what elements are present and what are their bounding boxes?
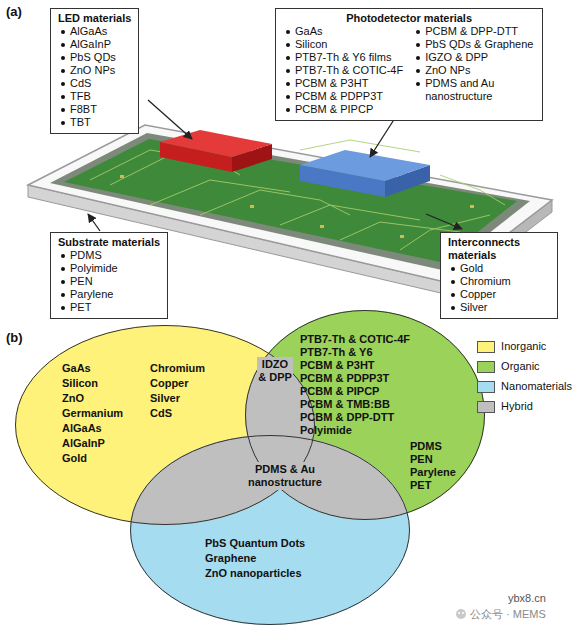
box-heading: Interconnects materials — [448, 236, 550, 262]
material-name: PEN — [410, 453, 433, 466]
legend-row: Inorganic — [477, 340, 546, 353]
list-item: Parylene — [58, 288, 118, 301]
list-item: Polyimide — [58, 262, 118, 275]
list-item: GaAs — [283, 25, 403, 38]
list-item: PTB7-Th & Y6 films — [283, 51, 403, 64]
list-item: ZnO NPs — [58, 64, 116, 77]
photodetector-chip — [300, 150, 430, 197]
watermark: 公众号 · MEMS — [470, 608, 546, 621]
panel-label: (a) — [6, 4, 22, 20]
material-name: Polyimide — [300, 424, 352, 437]
material-name: Copper — [150, 377, 189, 390]
material-name: GaAs — [62, 362, 91, 375]
material-name: CdS — [150, 407, 172, 420]
substrate-materials-box: Substrate materialsPDMSPolyimidePENParyl… — [50, 232, 168, 319]
material-name: PET — [410, 479, 431, 492]
material-name: Silicon — [62, 377, 98, 390]
panel-label: (b) — [6, 330, 23, 346]
led-materials-box: LED materialsAlGaAsAlGaInPPbS QDsZnO NPs… — [50, 8, 139, 134]
photodetector-materials-box: Photodetector materialsGaAsSiliconPTB7-T… — [275, 8, 543, 121]
list-item: PCBM & P3HT — [283, 77, 403, 90]
list-item: PCBM & DPP-DTT — [413, 25, 535, 38]
list-item: TBT — [58, 116, 116, 129]
material-name: PCBM & DPP-DTT — [300, 411, 394, 424]
list-item: PEN — [58, 275, 118, 288]
legend-swatch — [477, 401, 495, 413]
item-columns: GoldChromiumCopperSilver — [448, 262, 550, 314]
list-item: PCBM & PIPCP — [283, 103, 403, 116]
legend-text: Organic — [501, 360, 540, 373]
list-item: PET — [58, 301, 118, 314]
list-item: ZnO NPs — [413, 64, 535, 77]
overlap-label: IDZO & DPP — [257, 357, 293, 385]
box-heading: Photodetector materials — [283, 12, 535, 25]
list-item: PDMS — [58, 249, 118, 262]
box-heading: Substrate materials — [58, 236, 160, 249]
list-item: PbS QDs — [58, 51, 116, 64]
legend-text: Inorganic — [501, 340, 546, 353]
material-name: ZnO nanoparticles — [205, 567, 302, 580]
material-name: Chromium — [150, 362, 205, 375]
wechat-icon — [456, 609, 466, 619]
material-name: PTB7-Th & COTIC-4F — [300, 333, 410, 346]
material-name: AlGaAs — [62, 422, 102, 435]
material-name: AlGaInP — [62, 437, 105, 450]
item-column: PDMSPolyimidePENParylenePET — [58, 249, 118, 314]
box-heading: LED materials — [58, 12, 131, 25]
inorganic-circle: GaAsSiliconZnO GermaniumAlGaAsAlGaInP Gold… — [15, 325, 315, 525]
legend-swatch — [477, 381, 495, 393]
material-name: Parylene — [410, 466, 456, 479]
venn-overlap — [15, 325, 315, 525]
interconnects-materials-box: Interconnects materialsGoldChromiumCoppe… — [440, 232, 558, 319]
material-name: PbS Quantum Dots — [205, 537, 305, 550]
flexible-board — [28, 125, 552, 294]
item-column: AlGaAsAlGaInPPbS QDsZnO NPsCdSTFBF8BTTBT — [58, 25, 116, 129]
venn-overlap — [15, 325, 315, 525]
material-name: PCBM & TMB:BB — [300, 398, 390, 411]
list-item: Chromium — [448, 275, 511, 288]
item-column: PCBM & DPP-DTTPbS QDs & GrapheneIGZO & D… — [413, 25, 535, 116]
list-item: Silver — [448, 301, 511, 314]
list-item: AlGaInP — [58, 38, 116, 51]
legend-swatch — [477, 341, 495, 353]
item-columns: AlGaAsAlGaInPPbS QDsZnO NPsCdSTFBF8BTTBT — [58, 25, 131, 129]
list-item: PbS QDs & Graphene — [413, 38, 535, 51]
material-name: Germanium — [62, 407, 123, 420]
legend-row: Hybrid — [477, 400, 533, 413]
led-chip — [160, 130, 272, 172]
list-item: IGZO & DPP — [413, 51, 535, 64]
watermark: ybx8.cn — [508, 592, 546, 605]
list-item: Gold — [448, 262, 511, 275]
list-item: TFB — [58, 90, 116, 103]
legend-swatch — [477, 361, 495, 373]
item-column: GaAsSiliconPTB7-Th & Y6 filmsPTB7-Th & C… — [283, 25, 403, 116]
material-name: PTB7-Th & Y6 — [300, 346, 373, 359]
legend-text: Nanomaterials — [501, 380, 572, 393]
list-item: PTB7-Th & COTIC-4F — [283, 64, 403, 77]
legend-text: Hybrid — [501, 400, 533, 413]
list-item: F8BT — [58, 103, 116, 116]
list-item: AlGaAs — [58, 25, 116, 38]
legend-row: Nanomaterials — [477, 380, 572, 393]
material-name: ZnO — [62, 392, 84, 405]
overlap-label: PDMS & Au nanostructure — [237, 462, 333, 490]
item-column: GoldChromiumCopperSilver — [448, 262, 511, 314]
list-item: Copper — [448, 288, 511, 301]
list-item: PDMS and Au nanostructure — [413, 77, 535, 103]
material-name: PDMS — [410, 440, 442, 453]
material-name: PCBM & PIPCP — [300, 385, 379, 398]
item-columns: GaAsSiliconPTB7-Th & Y6 filmsPTB7-Th & C… — [283, 25, 535, 116]
list-item: CdS — [58, 77, 116, 90]
list-item: Silicon — [283, 38, 403, 51]
venn-region — [15, 325, 315, 525]
material-name: Graphene — [205, 552, 256, 565]
material-name: Silver — [150, 392, 180, 405]
legend-row: Organic — [477, 360, 540, 373]
item-columns: PDMSPolyimidePENParylenePET — [58, 249, 160, 314]
material-name: PCBM & PDPP3T — [300, 372, 389, 385]
list-item: PCBM & PDPP3T — [283, 90, 403, 103]
material-name: Gold — [62, 452, 87, 465]
material-name: PCBM & P3HT — [300, 359, 375, 372]
circle-outline — [15, 325, 315, 525]
